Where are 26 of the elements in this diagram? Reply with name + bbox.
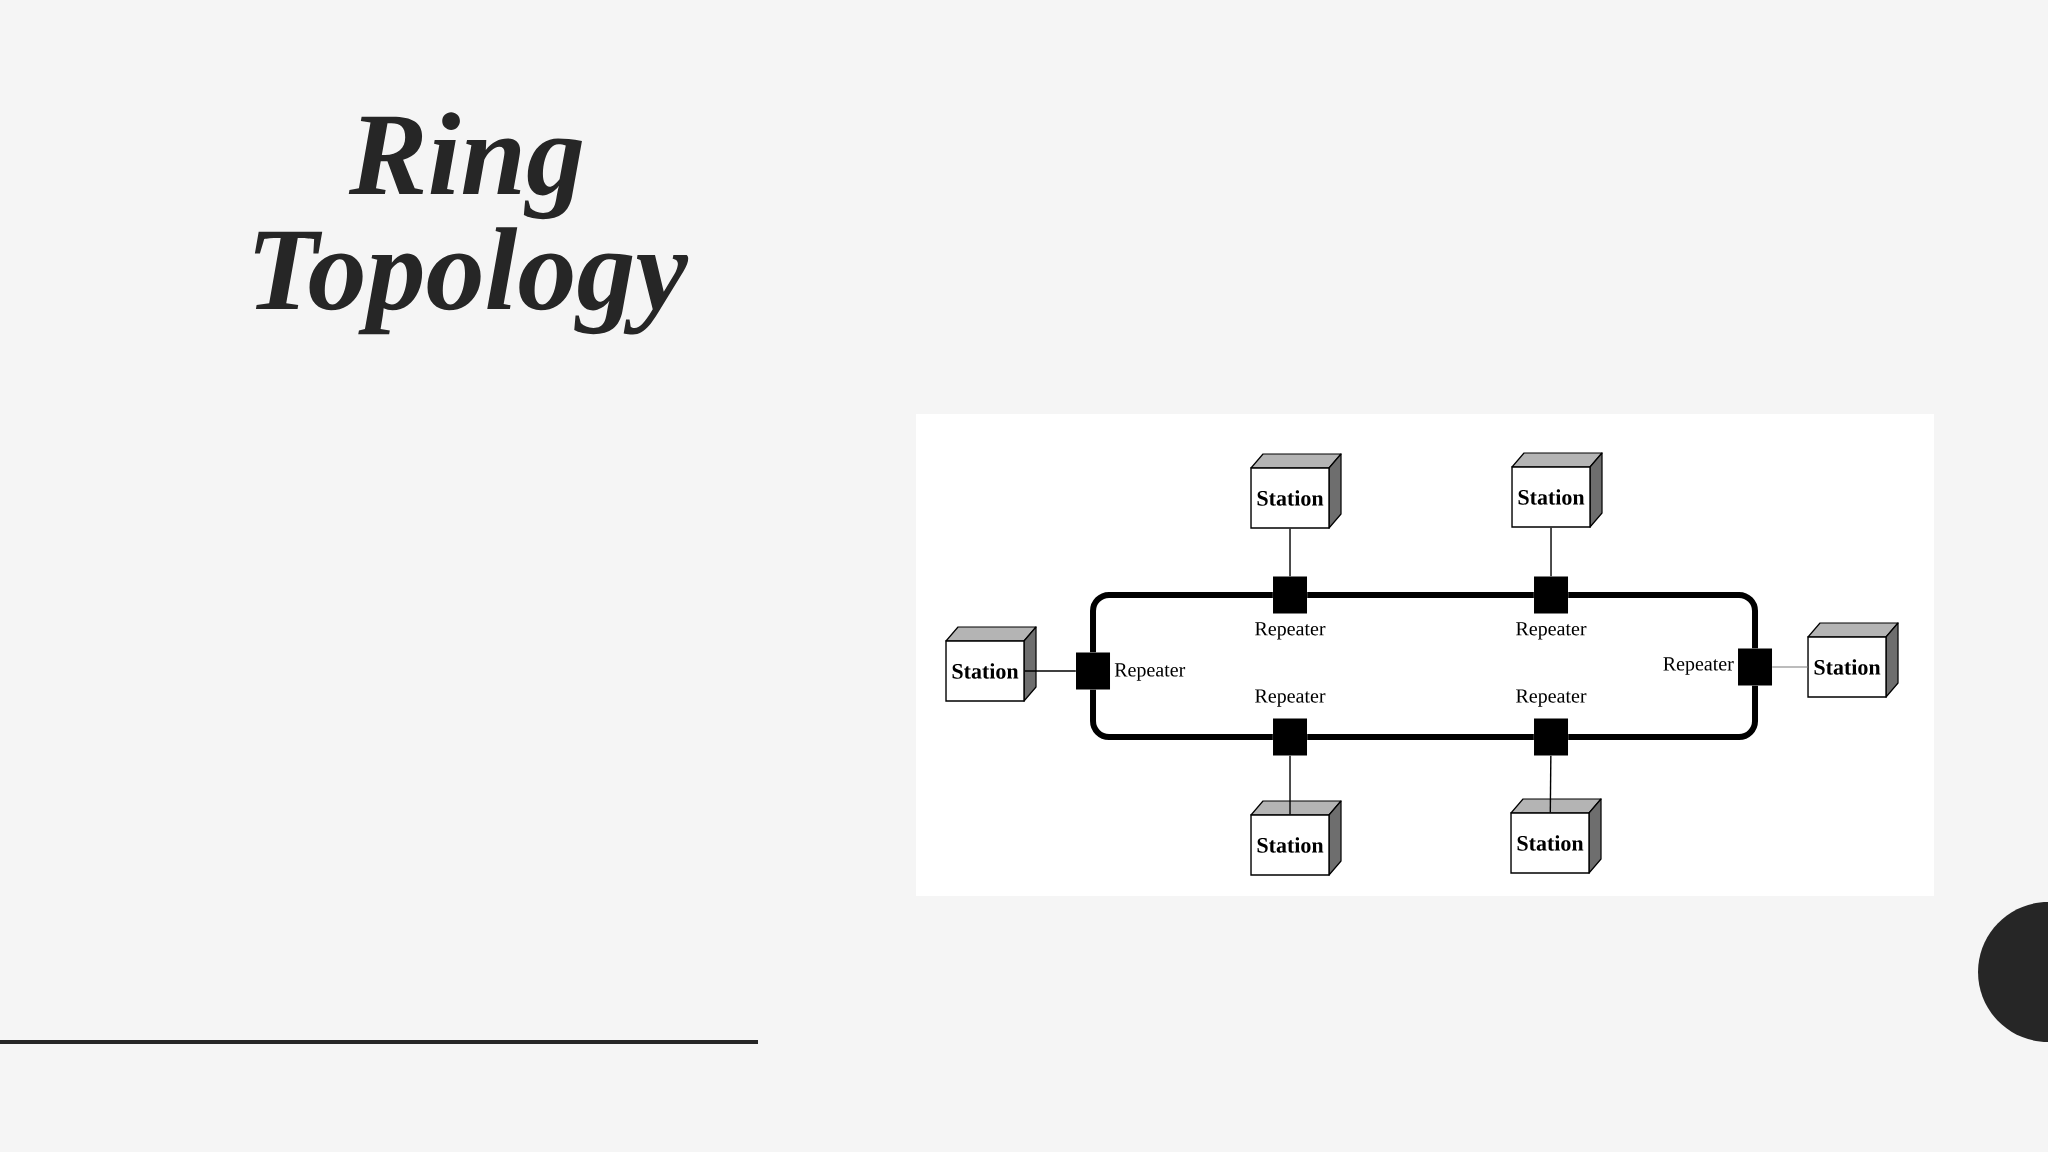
- repeater-label: Repeater: [1255, 689, 1326, 707]
- station-box: Station: [1250, 453, 1342, 529]
- connector-line: [1550, 527, 1552, 577]
- connector-line: [1289, 755, 1291, 815]
- connector-line: [1549, 755, 1552, 813]
- ring-cable: [1307, 592, 1534, 598]
- station-box: Station: [1511, 452, 1603, 528]
- ring-cable: [1090, 592, 1273, 653]
- repeater-label: Repeater: [1516, 622, 1587, 640]
- repeater-label: Repeater: [1663, 657, 1734, 675]
- station-box: Station: [945, 626, 1037, 702]
- station-box: Station: [1250, 800, 1342, 876]
- slide-title: Ring Topology: [254, 112, 689, 335]
- connector-line: [1289, 528, 1291, 577]
- connector-line: [1024, 670, 1077, 672]
- repeater-label: Repeater: [1255, 622, 1326, 640]
- station-box: Station: [1807, 622, 1899, 698]
- ring-cable: [1568, 685, 1758, 740]
- semicircle: [1978, 902, 2048, 1042]
- repeater-label: Repeater: [1114, 663, 1186, 681]
- ring-cable: [1307, 734, 1534, 740]
- ring-cable: [1090, 689, 1273, 740]
- ring-cable: [1568, 592, 1758, 649]
- repeater-label: Repeater: [1516, 689, 1587, 707]
- station-box: Station: [1510, 798, 1602, 874]
- connector-line: [1771, 666, 1808, 668]
